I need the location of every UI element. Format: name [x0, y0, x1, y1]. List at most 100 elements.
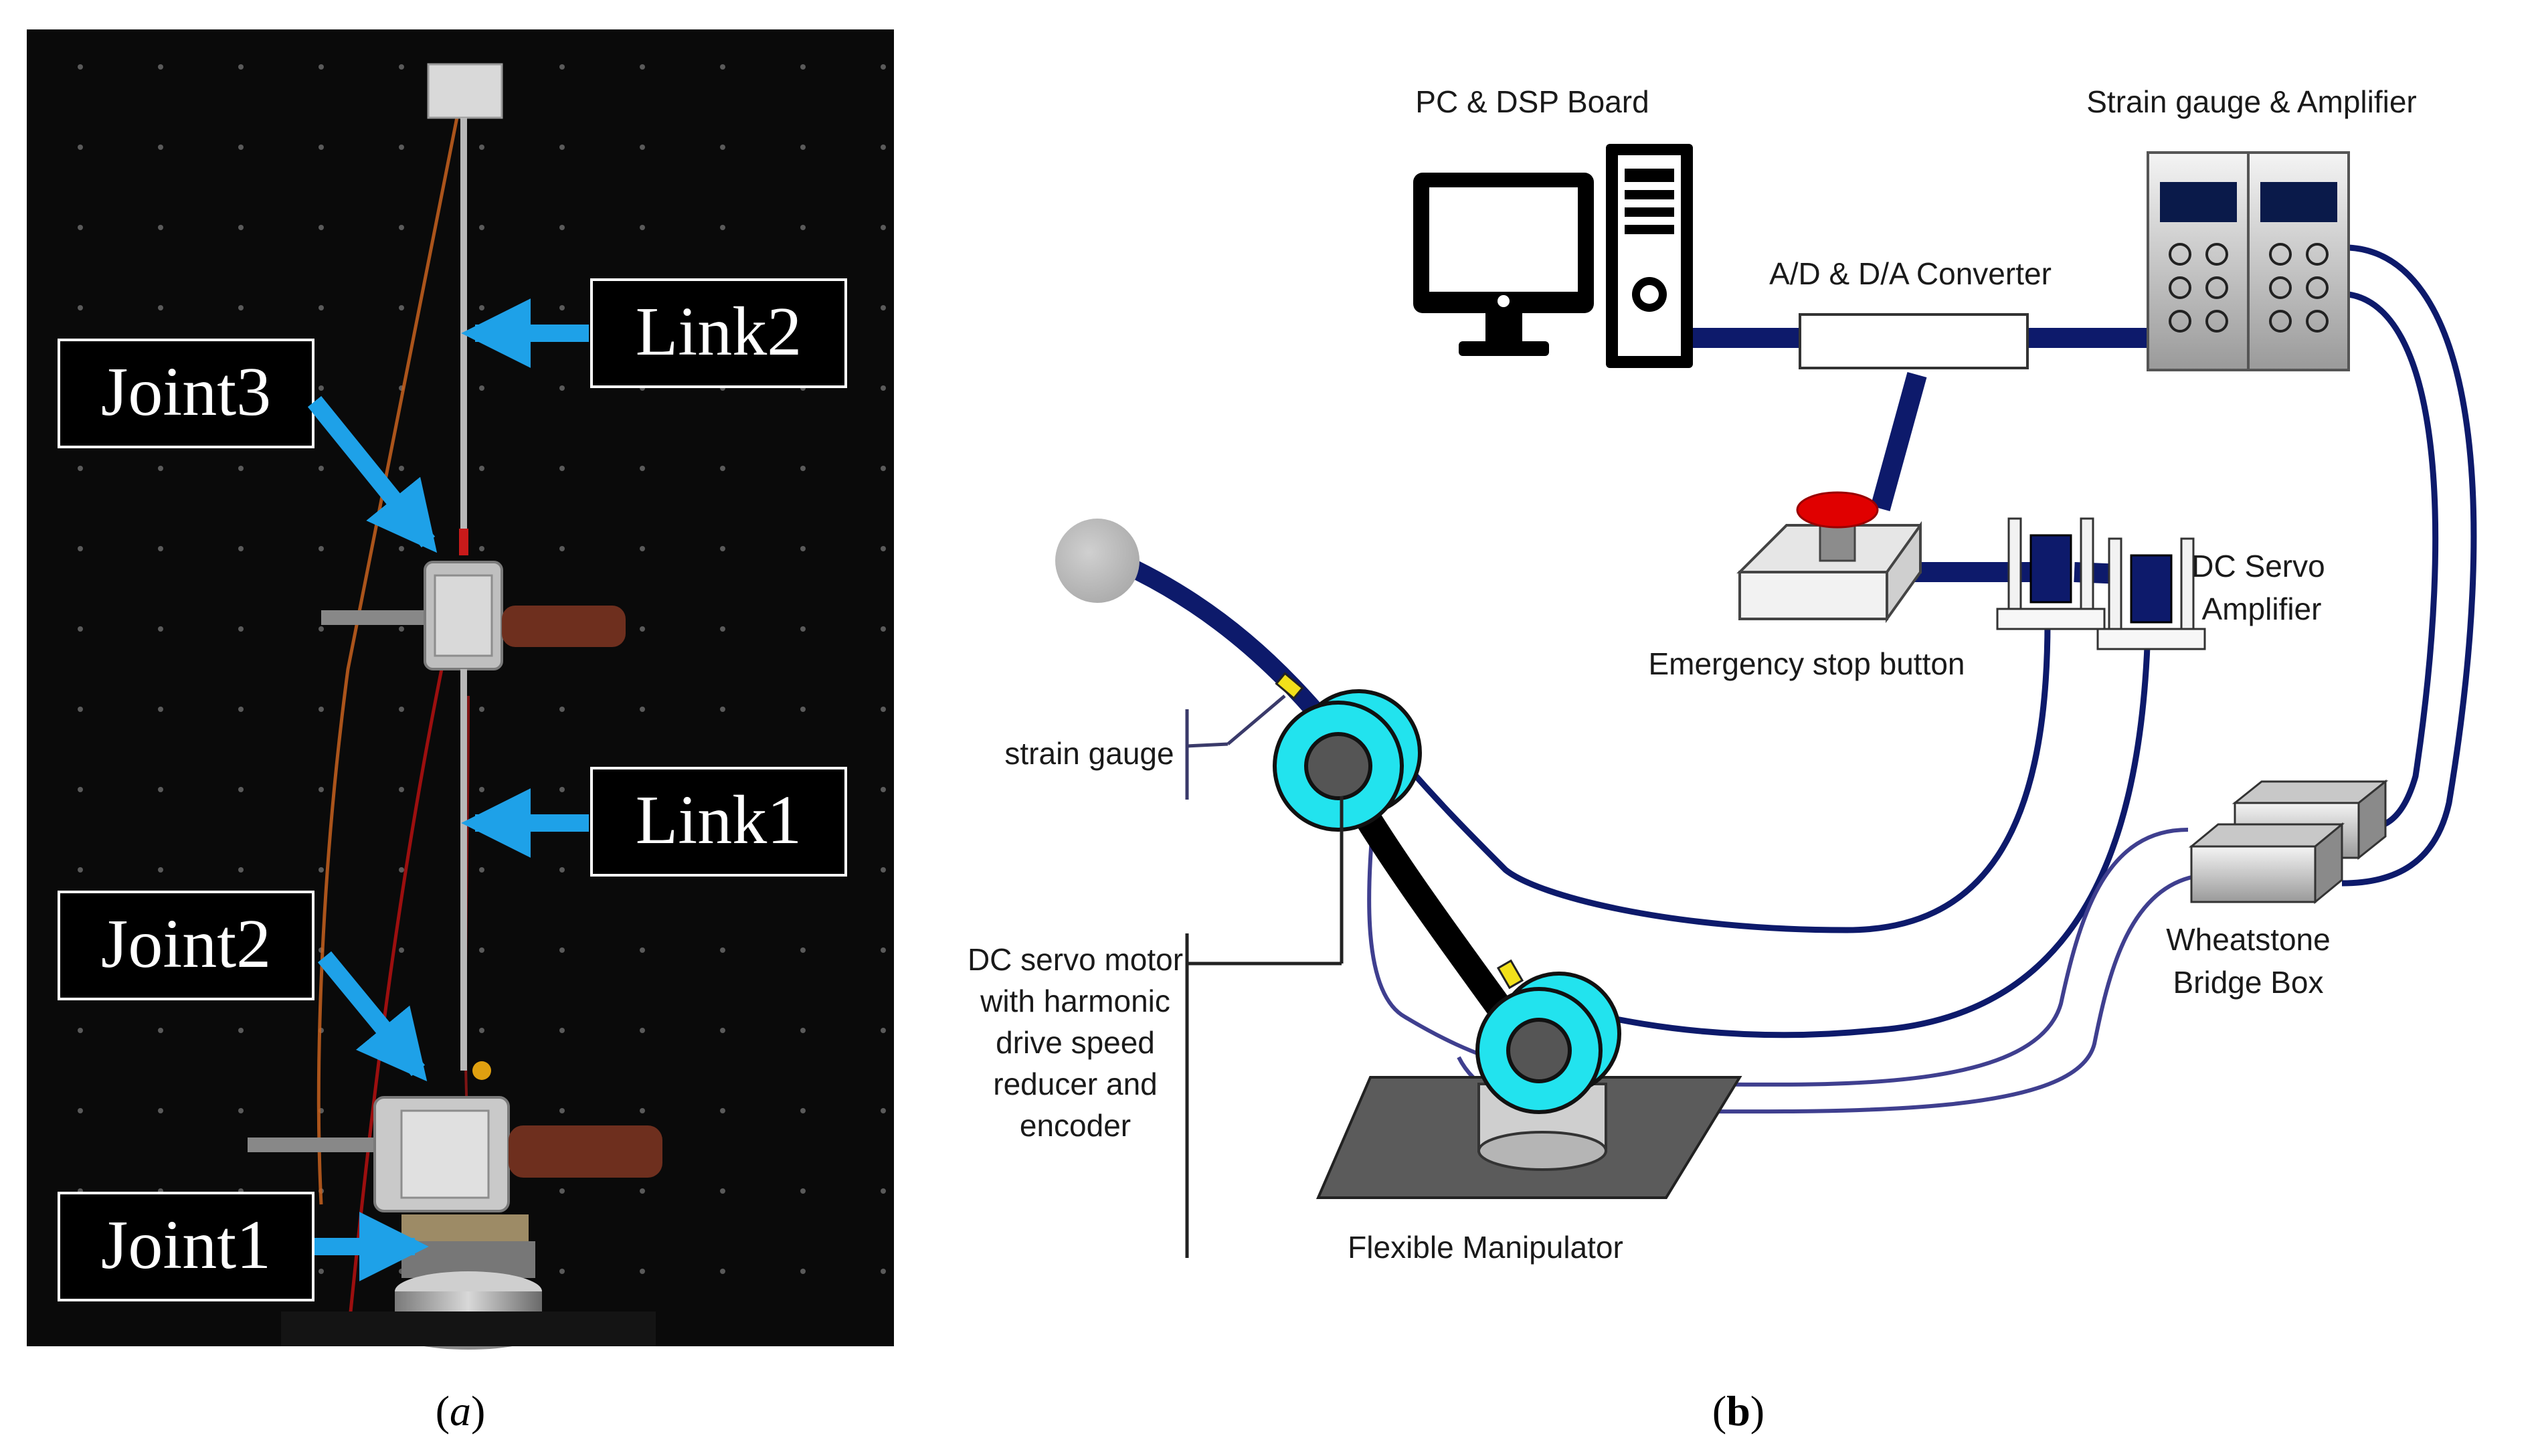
dc-servo-amplifier [1996, 517, 2206, 650]
grid-dot [78, 1028, 83, 1033]
thin-cables [1396, 244, 2477, 1038]
grid-dot [238, 145, 244, 150]
label-strain-amp: Strain gauge & Amplifier [2086, 84, 2417, 119]
grid-dot [881, 947, 886, 953]
strain-gauge-callout [1185, 695, 1286, 800]
grid-dot [640, 1188, 645, 1194]
grid-dot [559, 64, 565, 70]
grid-dot [78, 64, 83, 70]
pc-monitor [1413, 173, 1594, 356]
grid-dot [399, 64, 404, 70]
grid-dot [559, 787, 565, 792]
grid-dot [238, 1028, 244, 1033]
svg-text:Joint2: Joint2 [101, 905, 271, 982]
grid-dot [559, 867, 565, 873]
grid-dot [399, 145, 404, 150]
arrow-joint3 [307, 395, 438, 553]
grid-dot [720, 626, 725, 632]
grid-dot [720, 947, 725, 953]
ad-converter [1799, 313, 2029, 369]
grid-dot [399, 546, 404, 551]
grid-dot [559, 305, 565, 310]
grid-dot [800, 225, 806, 230]
grid-dot [319, 546, 324, 551]
joint2-assembly [248, 1061, 662, 1212]
grid-dot [238, 466, 244, 471]
grid-dot [559, 1108, 565, 1113]
grid-dot [559, 385, 565, 391]
grid-dot [559, 1188, 565, 1194]
grid-dot [881, 1108, 886, 1113]
svg-text:Link1: Link1 [636, 782, 802, 858]
grid-dot [158, 466, 163, 471]
grid-dot [559, 546, 565, 551]
grid-dot [800, 1188, 806, 1194]
grid-dot [720, 1188, 725, 1194]
grid-dot [78, 225, 83, 230]
grid-dot [720, 64, 725, 70]
grid-dot [881, 546, 886, 551]
panel-b-diagram: PC & DSP Board A/D & D/A Converter Strai… [968, 84, 2477, 1265]
grid-dot [800, 1108, 806, 1113]
label-joint2: Joint2 [58, 891, 314, 1000]
grid-dot [881, 305, 886, 310]
grid-dot [720, 707, 725, 712]
grid-dot [720, 145, 725, 150]
grid-dot [319, 385, 324, 391]
link1-rod [460, 669, 467, 1071]
grid-dot [238, 867, 244, 873]
panel-a-photo: Joint3 Link2 Link1 Joint2 Joint1 [27, 29, 894, 1350]
grid-dot [319, 626, 324, 632]
label-converter: A/D & D/A Converter [1769, 256, 2052, 291]
grid-dot [881, 145, 886, 150]
arrow-joint2 [317, 951, 428, 1082]
grid-dot [881, 867, 886, 873]
grid-dot [640, 225, 645, 230]
grid-dot [720, 546, 725, 551]
grid-dot [319, 305, 324, 310]
grid-dot [238, 546, 244, 551]
grid-dot [881, 626, 886, 632]
emergency-stop-button [1736, 491, 1922, 624]
grid-dot [158, 1108, 163, 1113]
label-motor-3: drive speed [996, 1025, 1155, 1060]
grid-dot [640, 64, 645, 70]
label-joint3: Joint3 [58, 339, 314, 448]
grid-dot [238, 626, 244, 632]
label-link2: Link2 [590, 278, 847, 388]
caption-a: (a) [436, 1387, 486, 1435]
grid-dot [158, 305, 163, 310]
grid-dot [158, 225, 163, 230]
grid-dot [399, 867, 404, 873]
grid-dot [78, 626, 83, 632]
grid-dot [881, 787, 886, 792]
grid-dot [640, 1269, 645, 1274]
grid-dot [479, 145, 484, 150]
grid-dot [800, 466, 806, 471]
pc-tower [1606, 144, 1693, 368]
grid-dot [640, 145, 645, 150]
grid-dot [319, 225, 324, 230]
grid-dot [720, 1269, 725, 1274]
grid-dot [800, 1028, 806, 1033]
label-pc: PC & DSP Board [1415, 84, 1649, 119]
joint3-assembly [321, 561, 626, 670]
grid-dot [479, 385, 484, 391]
grid-dot [640, 466, 645, 471]
svg-text:Joint3: Joint3 [101, 353, 271, 430]
grid-dot [559, 225, 565, 230]
grid-dot [800, 707, 806, 712]
grid-dot [640, 947, 645, 953]
grid-dot [78, 466, 83, 471]
grid-dot [238, 1108, 244, 1113]
svg-text:Link2: Link2 [636, 293, 802, 370]
grid-dot [479, 225, 484, 230]
tip-sensor [427, 63, 503, 119]
label-emergency: Emergency stop button [1648, 646, 1965, 681]
strain-amplifier [2147, 151, 2350, 371]
grid-dot [559, 145, 565, 150]
grid-dot [881, 1028, 886, 1033]
grid-dot [238, 305, 244, 310]
label-motor-5: encoder [1020, 1108, 1131, 1143]
